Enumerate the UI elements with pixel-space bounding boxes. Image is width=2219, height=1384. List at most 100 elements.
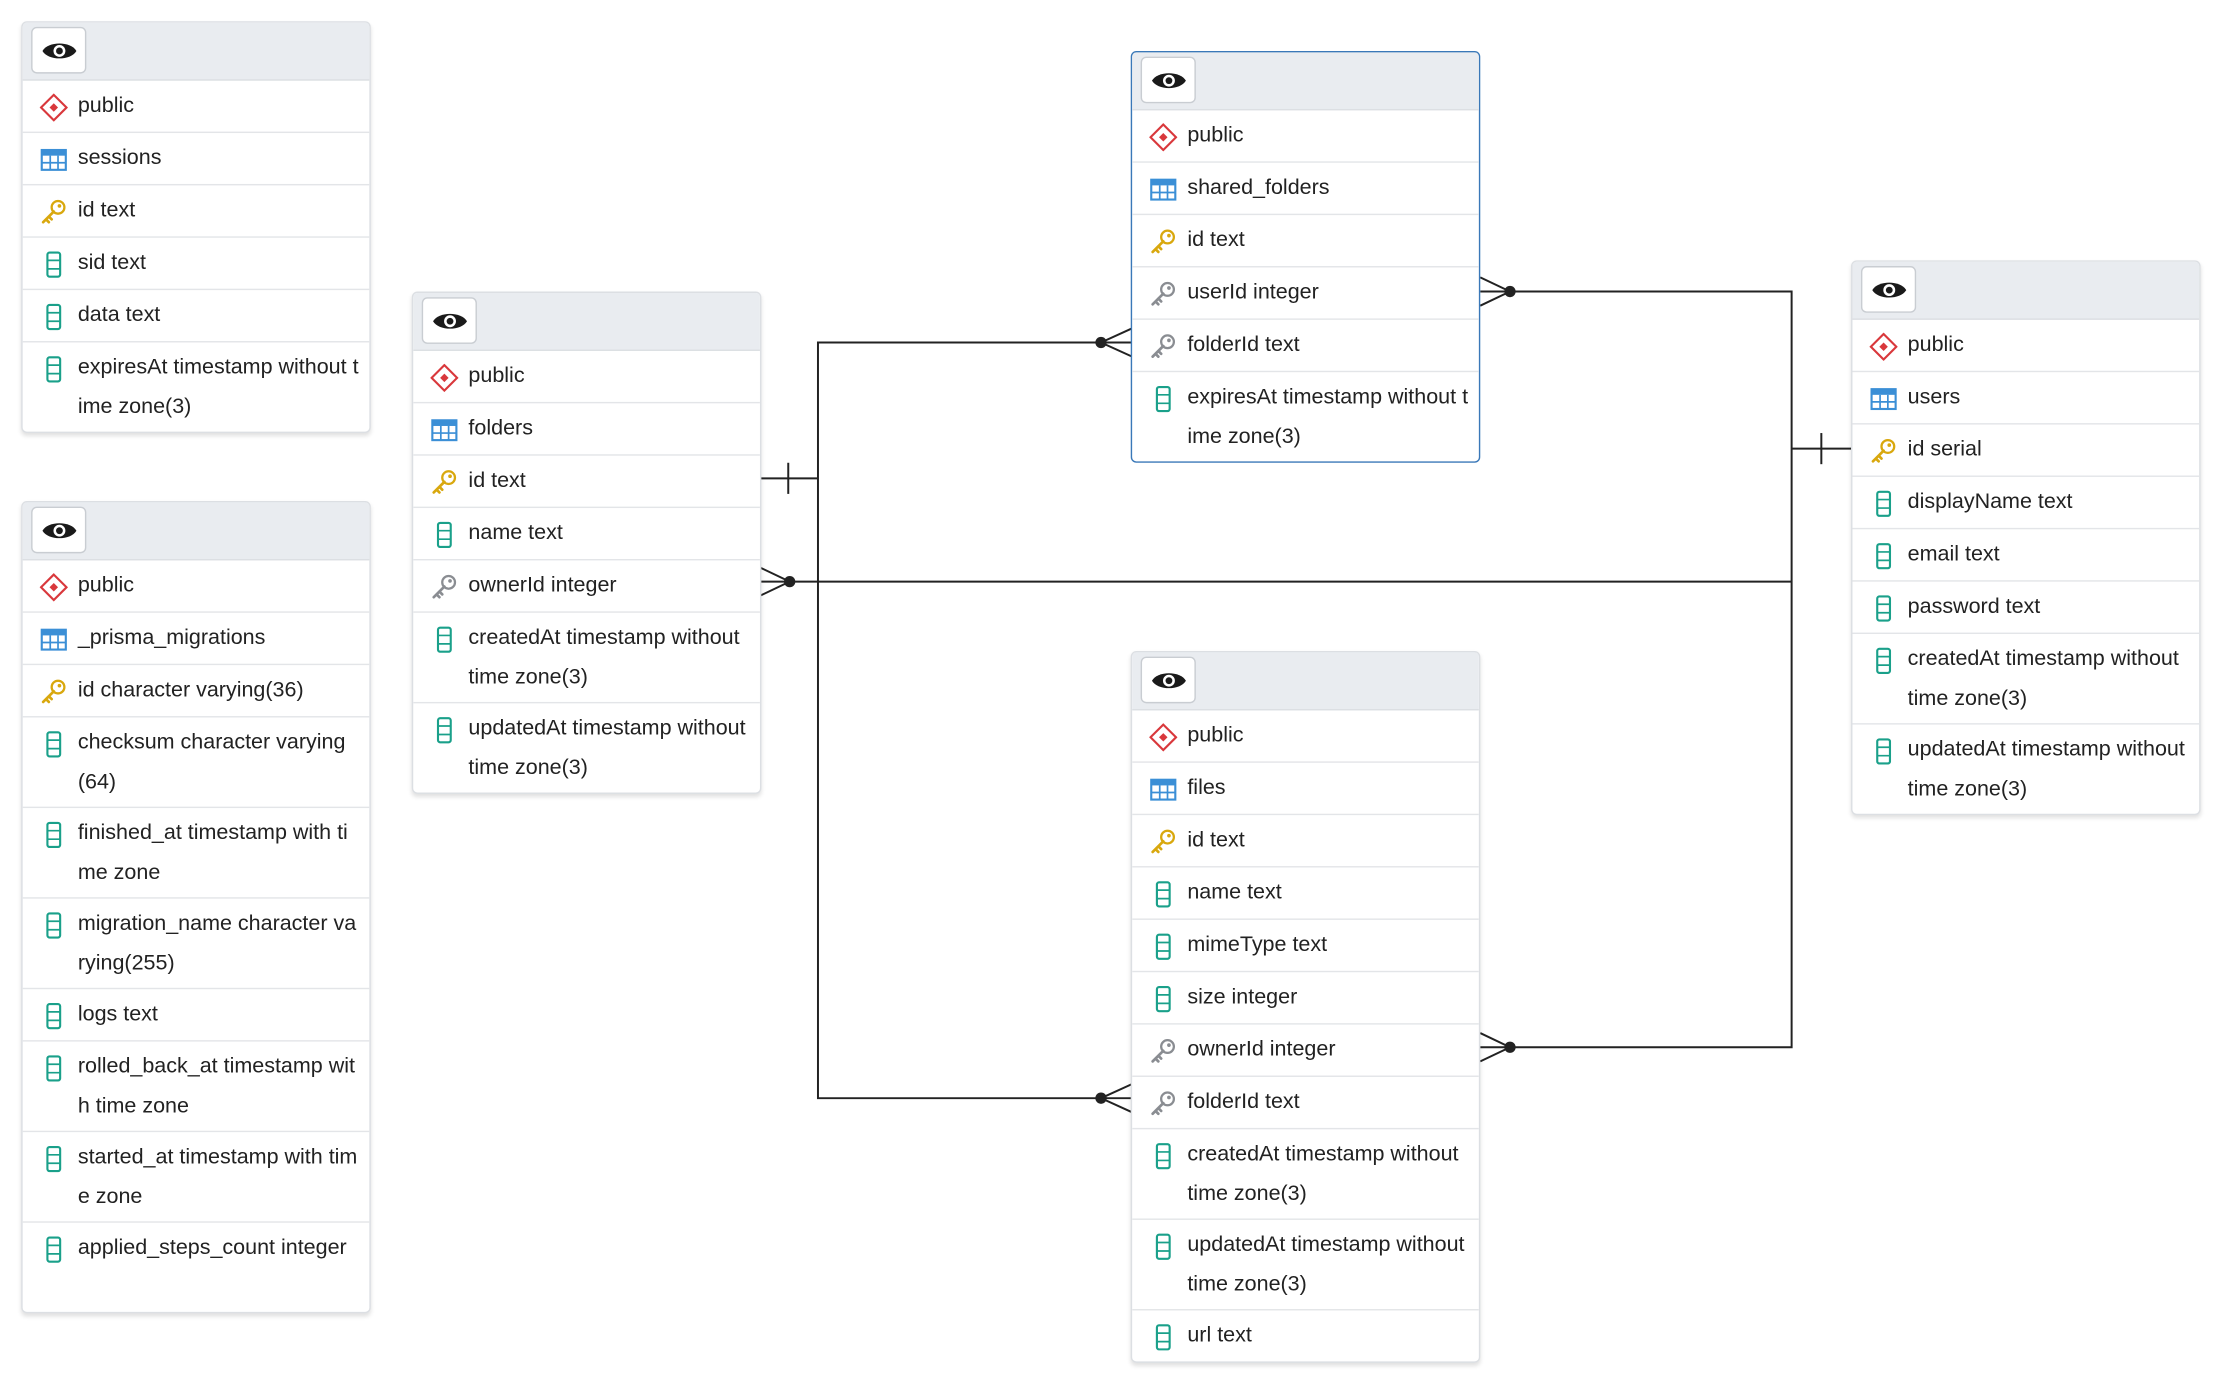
column-row-label: rolled_back_at timestamp with time zone <box>77 1054 355 1118</box>
column-row[interactable]: ownerId integer <box>413 560 760 613</box>
eye-icon[interactable] <box>31 506 87 554</box>
column-row[interactable]: checksum character varying(64) <box>22 717 370 809</box>
schema-row-label: public <box>1187 723 1244 748</box>
column-row[interactable]: migration_name character varying(255) <box>22 899 370 990</box>
column-row-label: displayName text <box>1907 489 2073 514</box>
column-row-label: mimeType text <box>1187 932 1328 957</box>
column-row[interactable]: mimeType text <box>1132 920 1479 973</box>
schema-diamond-icon <box>39 93 69 122</box>
column-row-label: id text <box>1187 827 1245 852</box>
crowfoot-files-ownerid <box>1479 1032 1513 1063</box>
table-name-row-label: shared_folders <box>1187 175 1330 200</box>
column-row[interactable]: updatedAt timestamp without time zone(3) <box>1132 1220 1479 1311</box>
column-row-label: id text <box>468 468 526 493</box>
column-row[interactable]: name text <box>413 508 760 561</box>
column-row[interactable]: expiresAt timestamp without time zone(3) <box>23 342 370 431</box>
table-name-row-label: sessions <box>77 145 162 170</box>
table-header <box>413 292 760 351</box>
column-row[interactable]: data text <box>22 290 370 343</box>
column-row[interactable]: id text <box>1132 215 1479 268</box>
column-row-label: name text <box>468 520 563 545</box>
column-row-label: expiresAt timestamp without time zone(3) <box>77 355 359 419</box>
schema-row[interactable]: public <box>413 351 760 404</box>
column-row[interactable]: id character varying(36) <box>22 665 370 718</box>
column-row[interactable]: url text <box>1132 1310 1479 1361</box>
eye-icon[interactable] <box>1140 56 1196 104</box>
column-row-label: applied_steps_count integer <box>77 1235 347 1260</box>
column-row-label: folderId text <box>1187 1089 1300 1114</box>
table-card: public folders id text name text ownerId int… <box>411 291 762 794</box>
table-name-row[interactable]: users <box>1852 372 2200 425</box>
column-icon <box>40 821 68 849</box>
column-row[interactable]: sid text <box>22 238 370 291</box>
column-row[interactable]: id serial <box>1852 425 2200 477</box>
schema-row[interactable]: public <box>1132 110 1479 163</box>
column-row[interactable]: rolled_back_at timestamp with time zone <box>22 1042 370 1133</box>
crowfoot-files-folderid <box>1098 1083 1133 1114</box>
column-icon <box>1869 490 1897 518</box>
column-row[interactable]: logs text <box>22 989 370 1042</box>
schema-row-label: public <box>1907 332 1964 357</box>
primary-key-icon <box>40 198 68 226</box>
column-row[interactable]: expiresAt timestamp without time zone(3) <box>1132 372 1479 461</box>
column-icon <box>430 521 458 549</box>
column-icon <box>1149 933 1177 961</box>
column-row[interactable]: applied_steps_count integer <box>23 1223 370 1312</box>
column-row[interactable]: id text <box>1132 815 1479 868</box>
schema-row[interactable]: public <box>1132 710 1479 763</box>
column-row[interactable]: createdAt timestamp without time zone(3) <box>1852 634 2200 725</box>
eye-icon[interactable] <box>31 26 87 74</box>
column-row[interactable]: finished_at timestamp with time zone <box>22 808 370 899</box>
table-name-row[interactable]: folders <box>413 403 760 456</box>
column-row[interactable]: updatedAt timestamp without time zone(3) <box>413 703 760 792</box>
primary-key-icon <box>1149 228 1177 256</box>
schema-row[interactable]: public <box>22 560 370 613</box>
column-row[interactable]: started_at timestamp with time zone <box>22 1132 370 1223</box>
column-row[interactable]: id text <box>22 185 370 238</box>
column-row[interactable]: createdAt timestamp without time zone(3) <box>413 613 760 704</box>
column-row[interactable]: id text <box>413 456 760 509</box>
column-row-label: folderId text <box>1187 332 1300 357</box>
table-grid-icon <box>1869 385 1897 413</box>
column-icon <box>40 250 68 278</box>
column-row-label: createdAt timestamp without time zone(3) <box>468 625 740 690</box>
eye-icon[interactable] <box>421 297 477 344</box>
primary-key-icon <box>430 468 458 496</box>
column-row[interactable]: displayName text <box>1852 477 2200 530</box>
schema-row[interactable]: public <box>1852 320 2200 373</box>
column-row[interactable]: userId integer <box>1132 267 1479 320</box>
column-icon <box>430 716 458 744</box>
column-row[interactable]: ownerId integer <box>1132 1025 1479 1077</box>
column-row[interactable]: folderId text <box>1132 320 1479 373</box>
column-row[interactable]: password text <box>1852 582 2200 635</box>
column-row[interactable]: updatedAt timestamp without time zone(3) <box>1852 725 2199 814</box>
table-header <box>22 502 370 561</box>
table-name-row[interactable]: files <box>1132 763 1479 816</box>
table-name-row-label: files <box>1187 775 1226 800</box>
column-icon <box>1869 594 1897 622</box>
column-row-label: started_at timestamp with time zone <box>77 1144 358 1209</box>
crowfoot-shared-userid <box>1479 276 1513 307</box>
foreign-key-icon <box>1149 333 1177 361</box>
schema-row-label: public <box>468 363 525 388</box>
column-row[interactable]: name text <box>1132 868 1479 920</box>
table-header <box>1852 261 2200 320</box>
column-row[interactable]: folderId text <box>1132 1077 1479 1130</box>
column-row[interactable]: createdAt timestamp without time zone(3) <box>1132 1129 1479 1220</box>
schema-row[interactable]: public <box>22 81 370 134</box>
table-name-row[interactable]: shared_folders <box>1132 163 1479 216</box>
column-row[interactable]: email text <box>1852 529 2200 582</box>
eye-icon[interactable] <box>1860 266 1917 313</box>
column-icon <box>1149 1142 1177 1170</box>
column-row-label: id character varying(36) <box>77 677 304 702</box>
table-header <box>22 22 370 81</box>
table-name-row[interactable]: sessions <box>22 133 370 186</box>
dot-shared-folderid <box>1095 336 1107 349</box>
column-row-label: data text <box>77 302 161 327</box>
table-name-row[interactable]: _prisma_migrations <box>22 613 370 666</box>
eye-icon[interactable] <box>1140 656 1196 704</box>
column-row[interactable]: size integer <box>1132 972 1479 1025</box>
